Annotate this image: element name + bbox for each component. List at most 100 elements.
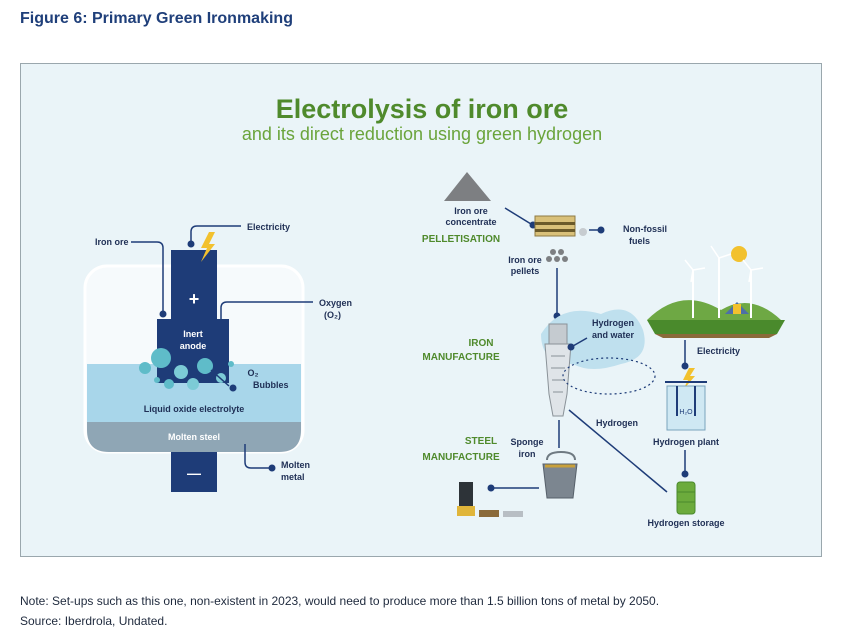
direct-reduction-process: Iron ore concentrate PELLETISATION Non-f… xyxy=(422,172,785,528)
pelletiser-band xyxy=(535,229,575,232)
source-note: Source: Iberdrola, Undated. xyxy=(20,614,168,628)
oxygen-label-1: Oxygen xyxy=(319,298,352,308)
lightning-icon xyxy=(683,368,695,390)
iron-stage-2: MANUFACTURE xyxy=(422,352,500,363)
o2-bubble xyxy=(228,361,234,367)
ladle-icon xyxy=(542,463,578,499)
pellet-icon xyxy=(546,256,552,262)
wind-turbine-icon xyxy=(684,245,764,283)
o2-bubble xyxy=(139,362,151,374)
concentrate-label-1: Iron ore xyxy=(454,206,488,216)
diagram-panel: Electrolysis of iron ore and its direct … xyxy=(20,63,822,557)
inert-anode-block xyxy=(157,319,229,383)
leader-dot xyxy=(681,470,689,478)
pellets-label-2: pellets xyxy=(511,266,540,276)
leader-dot xyxy=(268,464,276,472)
pelletiser-icon xyxy=(534,215,576,237)
o2-bubble xyxy=(154,377,160,383)
molten-metal-leader xyxy=(244,444,269,469)
electrodes-icon xyxy=(676,386,696,416)
steel-stage-1: STEEL xyxy=(465,436,497,447)
iron-stage-1: IRON xyxy=(469,338,494,349)
electricity-label-left: Electricity xyxy=(247,222,290,232)
fuel-icon xyxy=(579,228,587,236)
oxygen-label-2: (O₂) xyxy=(324,310,341,320)
hydrogen-label: Hydrogen xyxy=(596,418,638,428)
building-icon xyxy=(733,304,741,314)
footnote: Note: Set-ups such as this one, non-exis… xyxy=(20,594,660,608)
pellet-icon xyxy=(550,249,556,255)
converter-icon xyxy=(459,482,473,506)
steel-product-icon xyxy=(503,511,523,517)
leader-dot xyxy=(187,240,195,248)
oxygen-leader xyxy=(220,301,313,322)
pellets-label-1: Iron ore xyxy=(508,255,542,265)
lightning-icon xyxy=(201,232,215,262)
molten-metal-label-1: Molten xyxy=(281,460,310,470)
figure-title: Figure 6: Primary Green Ironmaking xyxy=(20,10,293,27)
concentrate-arrow xyxy=(504,207,532,225)
sun-icon xyxy=(731,246,747,262)
iron-ore-pile-icon xyxy=(444,172,491,201)
molten-steel-layer xyxy=(87,422,301,452)
pellet-icon xyxy=(558,249,564,255)
concentrate-label-2: concentrate xyxy=(445,217,496,227)
diagram-subtitle: and its direct reduction using green hyd… xyxy=(241,124,603,144)
o2-bubble xyxy=(151,348,171,368)
o2-bubble xyxy=(174,365,188,379)
leader-dot xyxy=(567,343,575,351)
leader-dot xyxy=(597,226,605,234)
sponge-label-1: Sponge xyxy=(511,437,544,447)
diagram-graphic: + — Inert anode Liquid oxide electrolyte… xyxy=(83,172,785,528)
h2water-leader xyxy=(572,337,588,347)
iron-ore-leader xyxy=(131,241,164,312)
electrolysis-cell: + — Inert anode Liquid oxide electrolyte… xyxy=(83,222,352,492)
island-icon xyxy=(647,320,785,334)
diagram-title: Electrolysis of iron ore xyxy=(275,94,569,124)
minus-sign: — xyxy=(187,465,201,481)
hill-icon xyxy=(647,300,781,320)
electricity-label-right: Electricity xyxy=(697,346,740,356)
recirculation-loop xyxy=(562,357,656,395)
inert-anode-label-2: anode xyxy=(180,341,207,351)
hydrogen-storage-label: Hydrogen storage xyxy=(647,518,724,528)
plus-sign: + xyxy=(189,289,200,309)
tank-bands xyxy=(677,491,695,503)
steel-product-icon xyxy=(457,506,475,516)
leader-dot xyxy=(217,320,225,328)
hydrogen-plant-label: Hydrogen plant xyxy=(653,437,719,447)
sponge-label-2: iron xyxy=(519,449,536,459)
bubbles-leader xyxy=(210,369,230,387)
hydrogen-line xyxy=(568,409,668,493)
h2water-label-1: Hydrogen xyxy=(592,318,634,328)
anode-rod xyxy=(171,250,217,320)
pelletiser-band xyxy=(535,222,575,225)
leader-dot xyxy=(681,362,689,370)
furnace-ribs xyxy=(551,355,565,393)
pellet-icon xyxy=(554,256,560,262)
molten-metal-label-2: metal xyxy=(281,472,305,482)
steel-stage-2: MANUFACTURE xyxy=(422,452,500,463)
pellet-icon xyxy=(562,256,568,262)
iron-ore-label: Iron ore xyxy=(95,237,129,247)
o2-bubble xyxy=(164,379,174,389)
bubbles-label-2: Bubbles xyxy=(253,380,289,390)
electricity-leader xyxy=(190,225,241,242)
leader-dot xyxy=(229,384,237,392)
h2water-label-2: and water xyxy=(592,330,635,340)
island-soil xyxy=(655,334,777,338)
nonfossil-label-1: Non-fossil xyxy=(623,224,667,234)
electrolyte-label: Liquid oxide electrolyte xyxy=(144,404,245,414)
hydrogen-plant-icon xyxy=(666,385,706,431)
furnace-top xyxy=(548,323,568,345)
inert-anode-label-1: Inert xyxy=(183,329,203,339)
cathode-rod xyxy=(171,452,217,492)
bubbles-label-1: O₂ xyxy=(248,368,259,378)
ladle-handle xyxy=(546,450,576,461)
tank-label: H₂O xyxy=(679,409,693,416)
pelletisation-stage: PELLETISATION xyxy=(422,234,500,245)
molten-steel-label: Molten steel xyxy=(168,432,220,442)
steel-product-icon xyxy=(479,510,499,517)
nonfossil-label-2: fuels xyxy=(629,236,650,246)
o2-bubble xyxy=(197,358,213,374)
